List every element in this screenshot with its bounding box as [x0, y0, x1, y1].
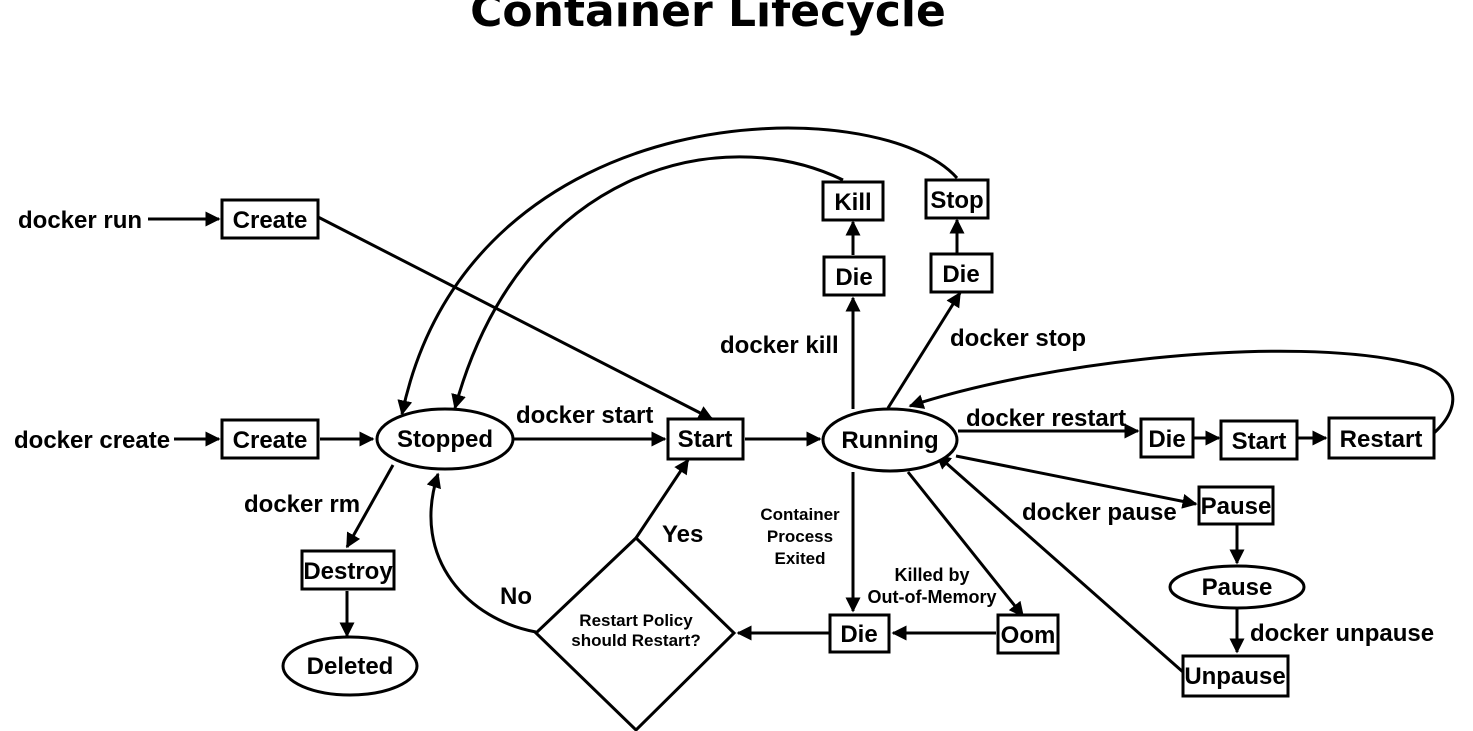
svg-text:Die: Die	[835, 264, 872, 291]
label-container-exited-1: Container	[760, 505, 840, 524]
svg-text:Die: Die	[942, 261, 979, 288]
edge-running-to-pause	[955, 454, 1198, 509]
node-die-exit: Die	[828, 613, 891, 654]
label-docker-kill: docker kill	[720, 332, 839, 359]
svg-text:Destroy: Destroy	[303, 558, 393, 585]
label-docker-restart: docker restart	[966, 405, 1126, 432]
edges	[148, 126, 1455, 674]
svg-text:Pause: Pause	[1201, 493, 1272, 520]
svg-text:Unpause: Unpause	[1184, 663, 1285, 690]
node-running: Running	[821, 407, 959, 473]
edge-create-to-start	[317, 215, 714, 421]
svg-text:Die: Die	[840, 621, 877, 648]
svg-text:Start: Start	[1232, 428, 1287, 455]
label-docker-create: docker create	[14, 427, 170, 454]
node-pause-event: Pause	[1197, 485, 1275, 526]
edge-running-to-die-stop	[886, 291, 962, 409]
svg-text:Restart: Restart	[1340, 426, 1423, 453]
edge-restart-to-running	[908, 349, 1455, 435]
edge-unpause-to-running	[935, 453, 1184, 674]
node-die-kill: Die	[822, 255, 886, 297]
label-container-exited-3: Exited	[774, 549, 825, 568]
node-unpause: Unpause	[1181, 654, 1290, 698]
node-stopped: Stopped	[375, 407, 515, 471]
node-deleted: Deleted	[281, 635, 419, 697]
node-restart: Restart	[1327, 416, 1436, 460]
node-restart-policy: Restart Policy should Restart?	[533, 535, 737, 731]
svg-text:Create: Create	[233, 427, 308, 454]
svg-text:Stopped: Stopped	[397, 426, 493, 453]
svg-text:Start: Start	[678, 426, 733, 453]
node-create-run: Create	[220, 198, 320, 240]
svg-text:Pause: Pause	[1202, 574, 1273, 601]
label-container-exited-2: Process	[767, 527, 833, 546]
edge-running-to-oom	[906, 471, 1025, 618]
edge-policy-yes-to-start	[634, 458, 690, 539]
node-kill: Kill	[821, 180, 885, 222]
svg-text:Stop: Stop	[930, 187, 983, 214]
label-oom-2: Out-of-Memory	[868, 587, 997, 607]
svg-text:should Restart?: should Restart?	[571, 631, 700, 650]
label-docker-stop: docker stop	[950, 325, 1086, 352]
svg-text:Oom: Oom	[1001, 622, 1056, 649]
edge-stopped-to-destroy	[345, 464, 395, 549]
node-start-restart: Start	[1219, 419, 1299, 461]
node-destroy: Destroy	[300, 549, 396, 591]
label-docker-rm: docker rm	[244, 491, 360, 518]
label-yes: Yes	[662, 521, 703, 548]
diagram-title: Container Lifecycle	[470, 0, 946, 37]
label-docker-pause: docker pause	[1022, 499, 1177, 526]
node-stop: Stop	[924, 178, 990, 220]
svg-text:Running: Running	[841, 427, 938, 454]
node-oom: Oom	[996, 613, 1060, 655]
svg-text:Create: Create	[233, 207, 308, 234]
label-docker-run: docker run	[18, 207, 142, 234]
edge-labels: docker run docker create docker start do…	[14, 207, 1434, 647]
node-pause-state: Pause	[1168, 564, 1306, 610]
label-no: No	[500, 583, 532, 610]
svg-text:Die: Die	[1148, 426, 1185, 453]
svg-text:Kill: Kill	[834, 189, 871, 216]
edge-policy-no-to-stopped	[426, 472, 537, 634]
node-die-stop: Die	[929, 252, 994, 294]
svg-text:Deleted: Deleted	[307, 653, 394, 680]
node-create-create: Create	[220, 418, 320, 460]
label-oom-1: Killed by	[894, 565, 969, 585]
edge-kill-to-stopped	[451, 155, 844, 410]
node-start-main: Start	[666, 417, 745, 461]
svg-text:Restart Policy: Restart Policy	[579, 611, 693, 630]
label-docker-start: docker start	[516, 402, 653, 429]
node-die-restart: Die	[1139, 417, 1195, 459]
label-docker-unpause: docker unpause	[1250, 620, 1434, 647]
edge-stop-to-stopped	[397, 126, 959, 416]
